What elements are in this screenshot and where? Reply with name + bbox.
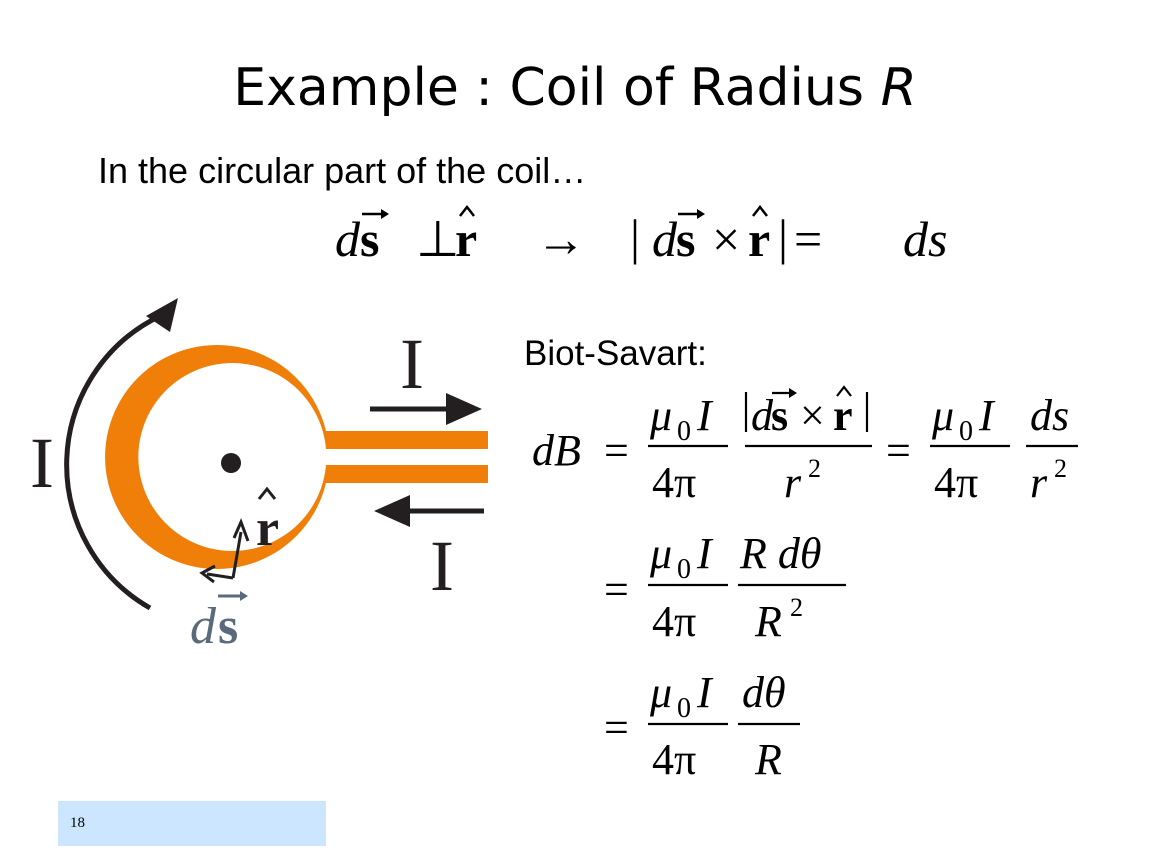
f1-bar-left: | (630, 209, 640, 265)
f1-r2: r (748, 211, 770, 267)
eq-1: = (604, 426, 629, 475)
sub0-2: 0 (959, 416, 973, 447)
num-d: d (751, 391, 774, 440)
eq-2: = (886, 426, 911, 475)
I-3: I (696, 529, 714, 578)
r-den: r (1030, 458, 1048, 507)
page-number: 18 (70, 815, 85, 831)
f1-cross: × (712, 211, 740, 267)
dtheta: dθ (742, 668, 786, 717)
rhat-label: r (256, 500, 279, 557)
R-den-3: R (754, 735, 782, 784)
f1-perp: ⊥ (416, 211, 460, 267)
biot-savart-label: Biot-Savart: (524, 334, 707, 373)
f1-bar-right: | (778, 209, 788, 265)
den-sq: 2 (808, 454, 821, 483)
four-pi-4: 4π (652, 735, 696, 784)
ds-label-s: s (218, 598, 238, 655)
f1-r: r (455, 211, 477, 267)
ds-label-d: d (190, 598, 217, 655)
r-den-sq: 2 (1054, 454, 1067, 483)
sub0-1: 0 (677, 416, 691, 447)
slide-title: Example : Coil of Radius R (0, 58, 1150, 118)
I-1: I (696, 391, 714, 440)
den-r: r (784, 458, 802, 507)
f1-ds: ds (903, 211, 947, 267)
mu-4: μ (649, 668, 672, 717)
eq-4: = (604, 703, 629, 752)
top-current-arrow-icon (370, 393, 482, 425)
bottom-current-arrow-icon (374, 495, 484, 527)
eq-3: = (604, 565, 629, 614)
four-pi-2: 4π (934, 458, 978, 507)
sub0-4: 0 (677, 693, 691, 724)
vector-arrows-icon (199, 517, 250, 584)
f1-d: d (335, 211, 361, 267)
sub0-3: 0 (677, 554, 691, 585)
circulation-arrowhead (146, 298, 178, 332)
mu-2: μ (931, 391, 954, 440)
mu-3: μ (649, 529, 672, 578)
subtitle: In the circular part of the coil… (98, 150, 587, 191)
f1-s2: s (676, 211, 695, 267)
ds-num: ds (1030, 391, 1069, 440)
current-label-bottom: I (430, 526, 454, 606)
f1-arrow: → (536, 211, 586, 267)
I-4: I (696, 668, 714, 717)
page-number-box (58, 801, 326, 846)
mu-1: μ (649, 391, 672, 440)
current-label-left: I (30, 423, 54, 503)
f1-eq: = (794, 211, 822, 267)
current-label-top: I (400, 324, 424, 404)
R-den: R (754, 597, 782, 646)
four-pi-3: 4π (652, 597, 696, 646)
four-pi-1: 4π (652, 458, 696, 507)
center-dot (221, 453, 241, 473)
f1-s: s (360, 211, 379, 267)
f1-d2: d (652, 211, 678, 267)
I-2: I (978, 391, 996, 440)
R-den-sq: 2 (790, 593, 803, 622)
num-cross: × (800, 391, 825, 440)
title-text: Example : Coil of Radius (233, 58, 865, 118)
title-variable: R (880, 58, 917, 118)
num-r: r (833, 391, 853, 440)
num-s: s (771, 391, 788, 440)
R-dtheta: R dθ (739, 529, 822, 578)
circulation-arrow (64, 313, 162, 611)
dB: dB (532, 426, 581, 475)
